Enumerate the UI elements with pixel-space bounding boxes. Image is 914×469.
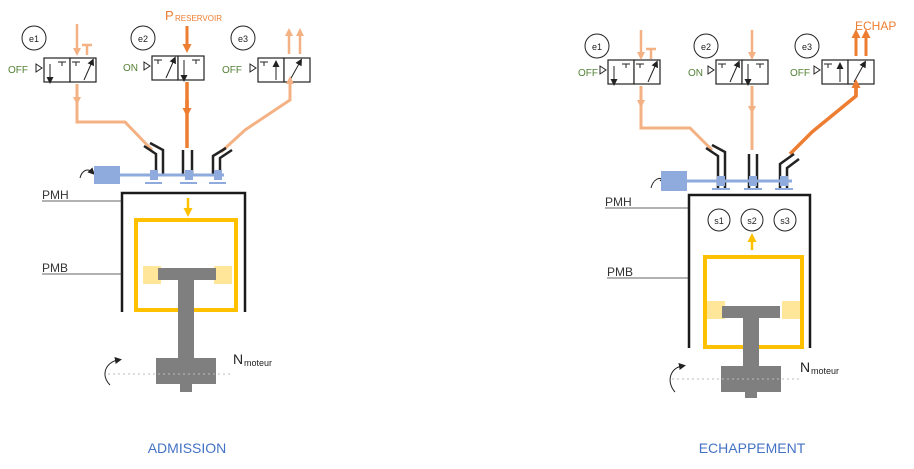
motor-label-sub: moteur (811, 366, 839, 376)
motor-speed-label: N moteur (233, 351, 272, 368)
sensor-s2-badge (740, 208, 764, 232)
valve-e2-badge (130, 25, 156, 51)
valve-e3-badge (230, 25, 256, 51)
valve-e1-state: OFF (578, 68, 598, 79)
stroke-labels: PMH PMB (42, 188, 122, 275)
exhaust-label: ECHAP (855, 19, 896, 33)
valve-e2-state: ON (688, 68, 703, 79)
supply-label: P RESERVOIR (165, 8, 222, 23)
echappement-panel: e1 OFF e2 ON (578, 19, 896, 456)
actuator-body (661, 171, 687, 191)
panel-title-admission: ADMISSION (148, 440, 227, 456)
valve-e1-label: e1 (592, 42, 602, 52)
cylinder (687, 193, 812, 348)
actuator-body (94, 166, 120, 184)
rotation-icon (79, 167, 95, 179)
supply-label-sub: RESERVOIR (175, 14, 222, 23)
valve-e1[interactable]: e1 OFF (578, 33, 661, 86)
sensor-s2-label: s2 (747, 216, 757, 226)
valve-e1[interactable]: e1 OFF (8, 25, 97, 84)
valve-e1-badge (584, 33, 610, 59)
piston (669, 255, 804, 398)
solenoid-icon (143, 61, 151, 71)
pmh-label: PMH (42, 188, 69, 202)
stroke-labels: PMH PMB (605, 195, 689, 279)
crank-mass (156, 358, 216, 384)
valve-e3-label: e3 (802, 42, 812, 52)
motor-speed-label: N moteur (800, 359, 839, 376)
valve-e2[interactable]: e2 ON (123, 25, 205, 82)
valve-e1-state: OFF (8, 65, 28, 76)
valve-e3-state: OFF (222, 65, 242, 76)
crank-mass (721, 366, 781, 392)
port-actuator (650, 171, 793, 191)
flow-lines (73, 24, 304, 154)
cylinder (120, 191, 247, 312)
piston (104, 218, 238, 392)
pmb-label: PMB (607, 265, 633, 279)
port-actuator (79, 166, 226, 184)
motor-label-sub: moteur (244, 358, 272, 368)
motor-label-main: N (800, 359, 810, 375)
admission-panel: e1 OFF e2 ON (8, 8, 311, 456)
connecting-rod-cap (158, 268, 216, 280)
solenoid-icon (599, 65, 607, 75)
valve-e3-state: OFF (790, 68, 810, 79)
sensor-s1-label: s1 (714, 216, 724, 226)
valve-e3-label: e3 (238, 34, 248, 44)
motor-label-main: N (233, 351, 243, 367)
valve-e3-badge (794, 33, 820, 59)
pmh-label: PMH (605, 195, 632, 209)
valve-e3[interactable]: e3 OFF (222, 25, 311, 83)
solenoid-icon (35, 63, 43, 73)
solenoid-icon (813, 65, 821, 75)
solenoid-icon (249, 63, 257, 73)
connecting-rod (178, 278, 194, 360)
sensor-s3-badge (773, 208, 797, 232)
valve-e1-badge (21, 25, 47, 51)
supply-label-main: P (165, 8, 174, 23)
flow-lines (637, 29, 871, 156)
valve-e2-badge (693, 33, 719, 59)
valve-e1-label: e1 (29, 34, 39, 44)
valve-e2-label: e2 (138, 34, 148, 44)
pmb-label: PMB (42, 261, 68, 275)
rotation-icon (104, 357, 122, 386)
rotation-icon (669, 363, 686, 393)
sensors: s1 s2 s3 (707, 208, 797, 232)
sensor-s1-badge (707, 208, 731, 232)
connecting-rod-cap (722, 306, 780, 318)
sensor-s3-label: s3 (780, 216, 790, 226)
valve-e2-state: ON (123, 63, 138, 74)
connecting-rod (743, 316, 759, 368)
solenoid-icon (707, 65, 715, 75)
valve-e3[interactable]: e3 OFF (790, 33, 875, 85)
valve-e2[interactable]: e2 ON (688, 33, 769, 86)
valve-e2-label: e2 (701, 42, 711, 52)
panel-title-echappement: ECHAPPEMENT (699, 440, 806, 456)
